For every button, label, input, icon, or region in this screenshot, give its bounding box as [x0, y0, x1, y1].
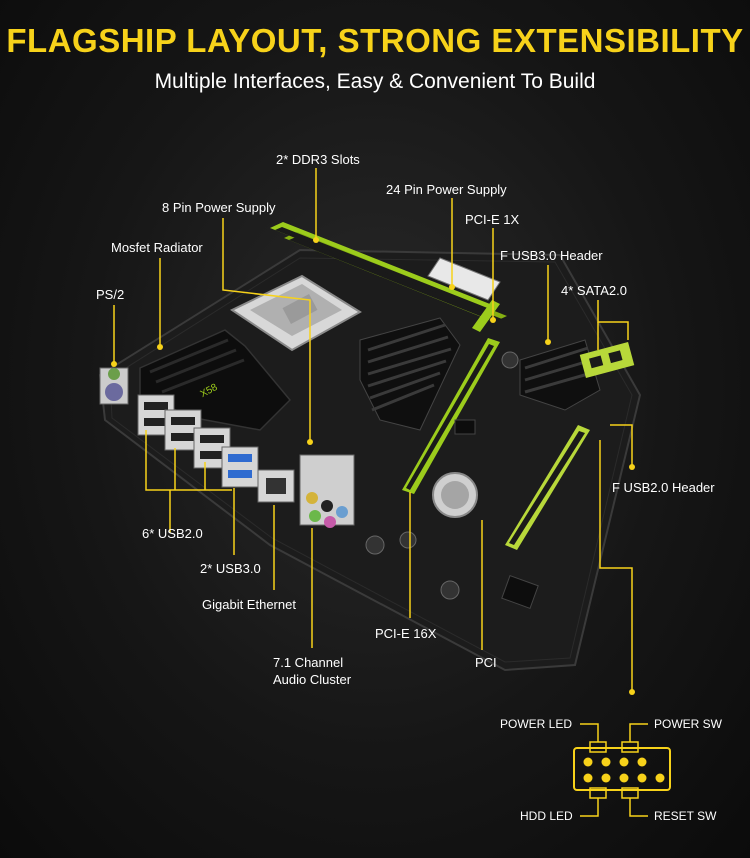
page-title: FLAGSHIP LAYOUT, STRONG EXTENSIBILITY: [6, 22, 744, 59]
label-audio-line2: Audio Cluster: [273, 672, 352, 687]
label-f-usb3-header: F USB3.0 Header: [500, 248, 603, 263]
label-hdd-led: HDD LED: [520, 809, 573, 823]
usb3-stack: [221, 446, 259, 488]
24pin-power-connector: [427, 257, 501, 301]
page-subtitle: Multiple Interfaces, Easy & Convenient T…: [154, 70, 596, 93]
label-gigabit-ethernet: Gigabit Ethernet: [202, 597, 296, 612]
label-sata: 4* SATA2.0: [561, 283, 627, 298]
label-power-led: POWER LED: [500, 717, 573, 731]
label-power-sw: POWER SW: [654, 717, 722, 731]
label-usb2: 6* USB2.0: [142, 526, 203, 541]
label-mosfet-radiator: Mosfet Radiator: [111, 240, 203, 255]
callout-lines: [111, 168, 635, 695]
label-usb3: 2* USB3.0: [200, 561, 261, 576]
label-pci: PCI: [475, 655, 497, 670]
label-audio-line1: 7.1 Channel: [273, 655, 344, 670]
label-24pin-power: 24 Pin Power Supply: [386, 182, 507, 197]
label-8pin-power: 8 Pin Power Supply: [162, 200, 276, 215]
label-ps2: PS/2: [96, 287, 125, 302]
label-ddr3-slots: 2* DDR3 Slots: [276, 152, 360, 167]
front-panel-pins: [583, 757, 665, 783]
front-panel-header-diagram: [573, 723, 671, 817]
label-pcie-1x: PCI-E 1X: [465, 212, 520, 227]
label-f-usb2-header: F USB2.0 Header: [612, 480, 715, 495]
south-heatsink: [519, 339, 601, 411]
label-pcie-16x: PCI-E 16X: [375, 626, 437, 641]
sata-ports: [579, 341, 635, 379]
label-reset-sw: RESET SW: [654, 809, 717, 823]
